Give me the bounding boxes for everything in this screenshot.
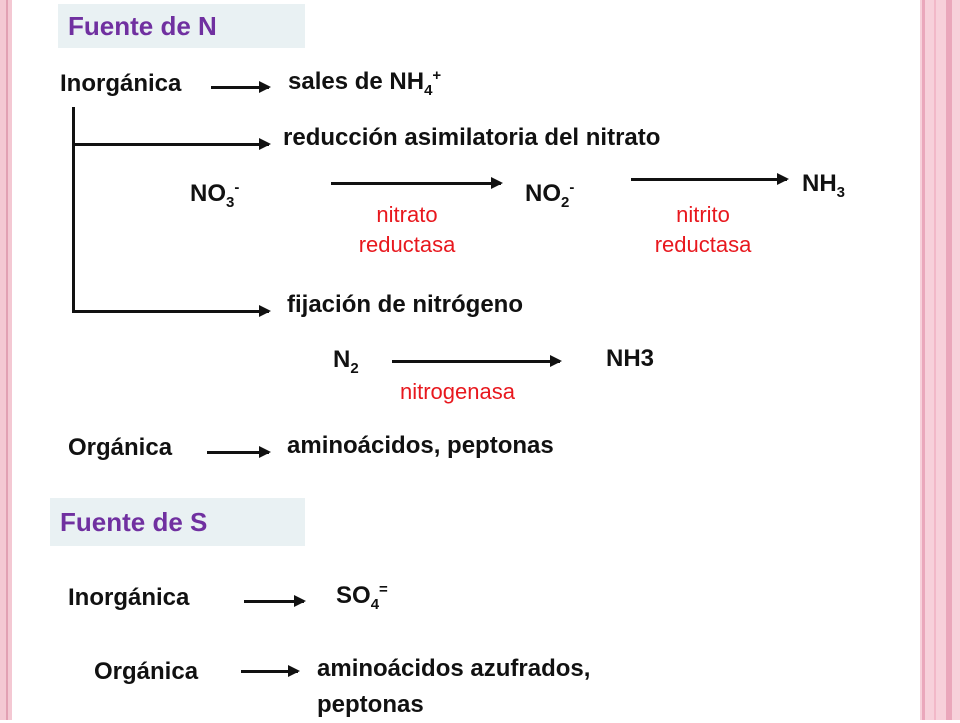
sulfate-formula: SO4= [336,581,388,613]
nitrate-formula: NO3- [190,179,240,211]
arrow-to-sulfate [244,595,306,607]
n-organic-label: Orgánica [68,434,173,461]
n-inorganic-label: Inorgánica [60,70,182,97]
n-organic-sources: aminoácidos, peptonas [287,432,554,459]
nh3-product: NH3 [606,345,655,372]
s-organic-sources: aminoácidos azufrados,peptonas [317,655,591,718]
nitrite-formula: NO2- [525,179,575,211]
branch-vertical-line [72,107,75,313]
nitrogen-fixation-label: fijación de nitrógeno [287,291,524,318]
nitrogen-source-title: Fuente de N [58,4,305,48]
slide-right-border [920,0,960,720]
nitrogenase-label: nitrogenasa [400,379,515,404]
s-organic-label: Orgánica [94,658,199,685]
dinitrogen-formula: N2 [333,346,359,377]
arrow-nitrite-to-ammonia [631,173,789,185]
assimilatory-nitrate-reduction-label: reducción asimilatoria del nitrato [283,124,661,151]
arrow-to-salts [211,81,271,93]
arrow-nitrate-to-nitrite [331,177,503,189]
ammonium-salts: sales de NH4+ [288,67,442,99]
arrow-to-reduction [72,138,271,150]
arrow-n2-to-nh3 [392,355,562,367]
arrow-to-s-organic-sources [241,665,300,677]
s-inorganic-label: Inorgánica [68,584,190,611]
arrow-to-n-organic-sources [207,446,271,458]
arrow-to-fixation [72,305,271,317]
ammonia-formula: NH3 [802,170,846,201]
sulfur-source-title: Fuente de S [50,498,305,546]
slide-left-border [0,0,12,720]
